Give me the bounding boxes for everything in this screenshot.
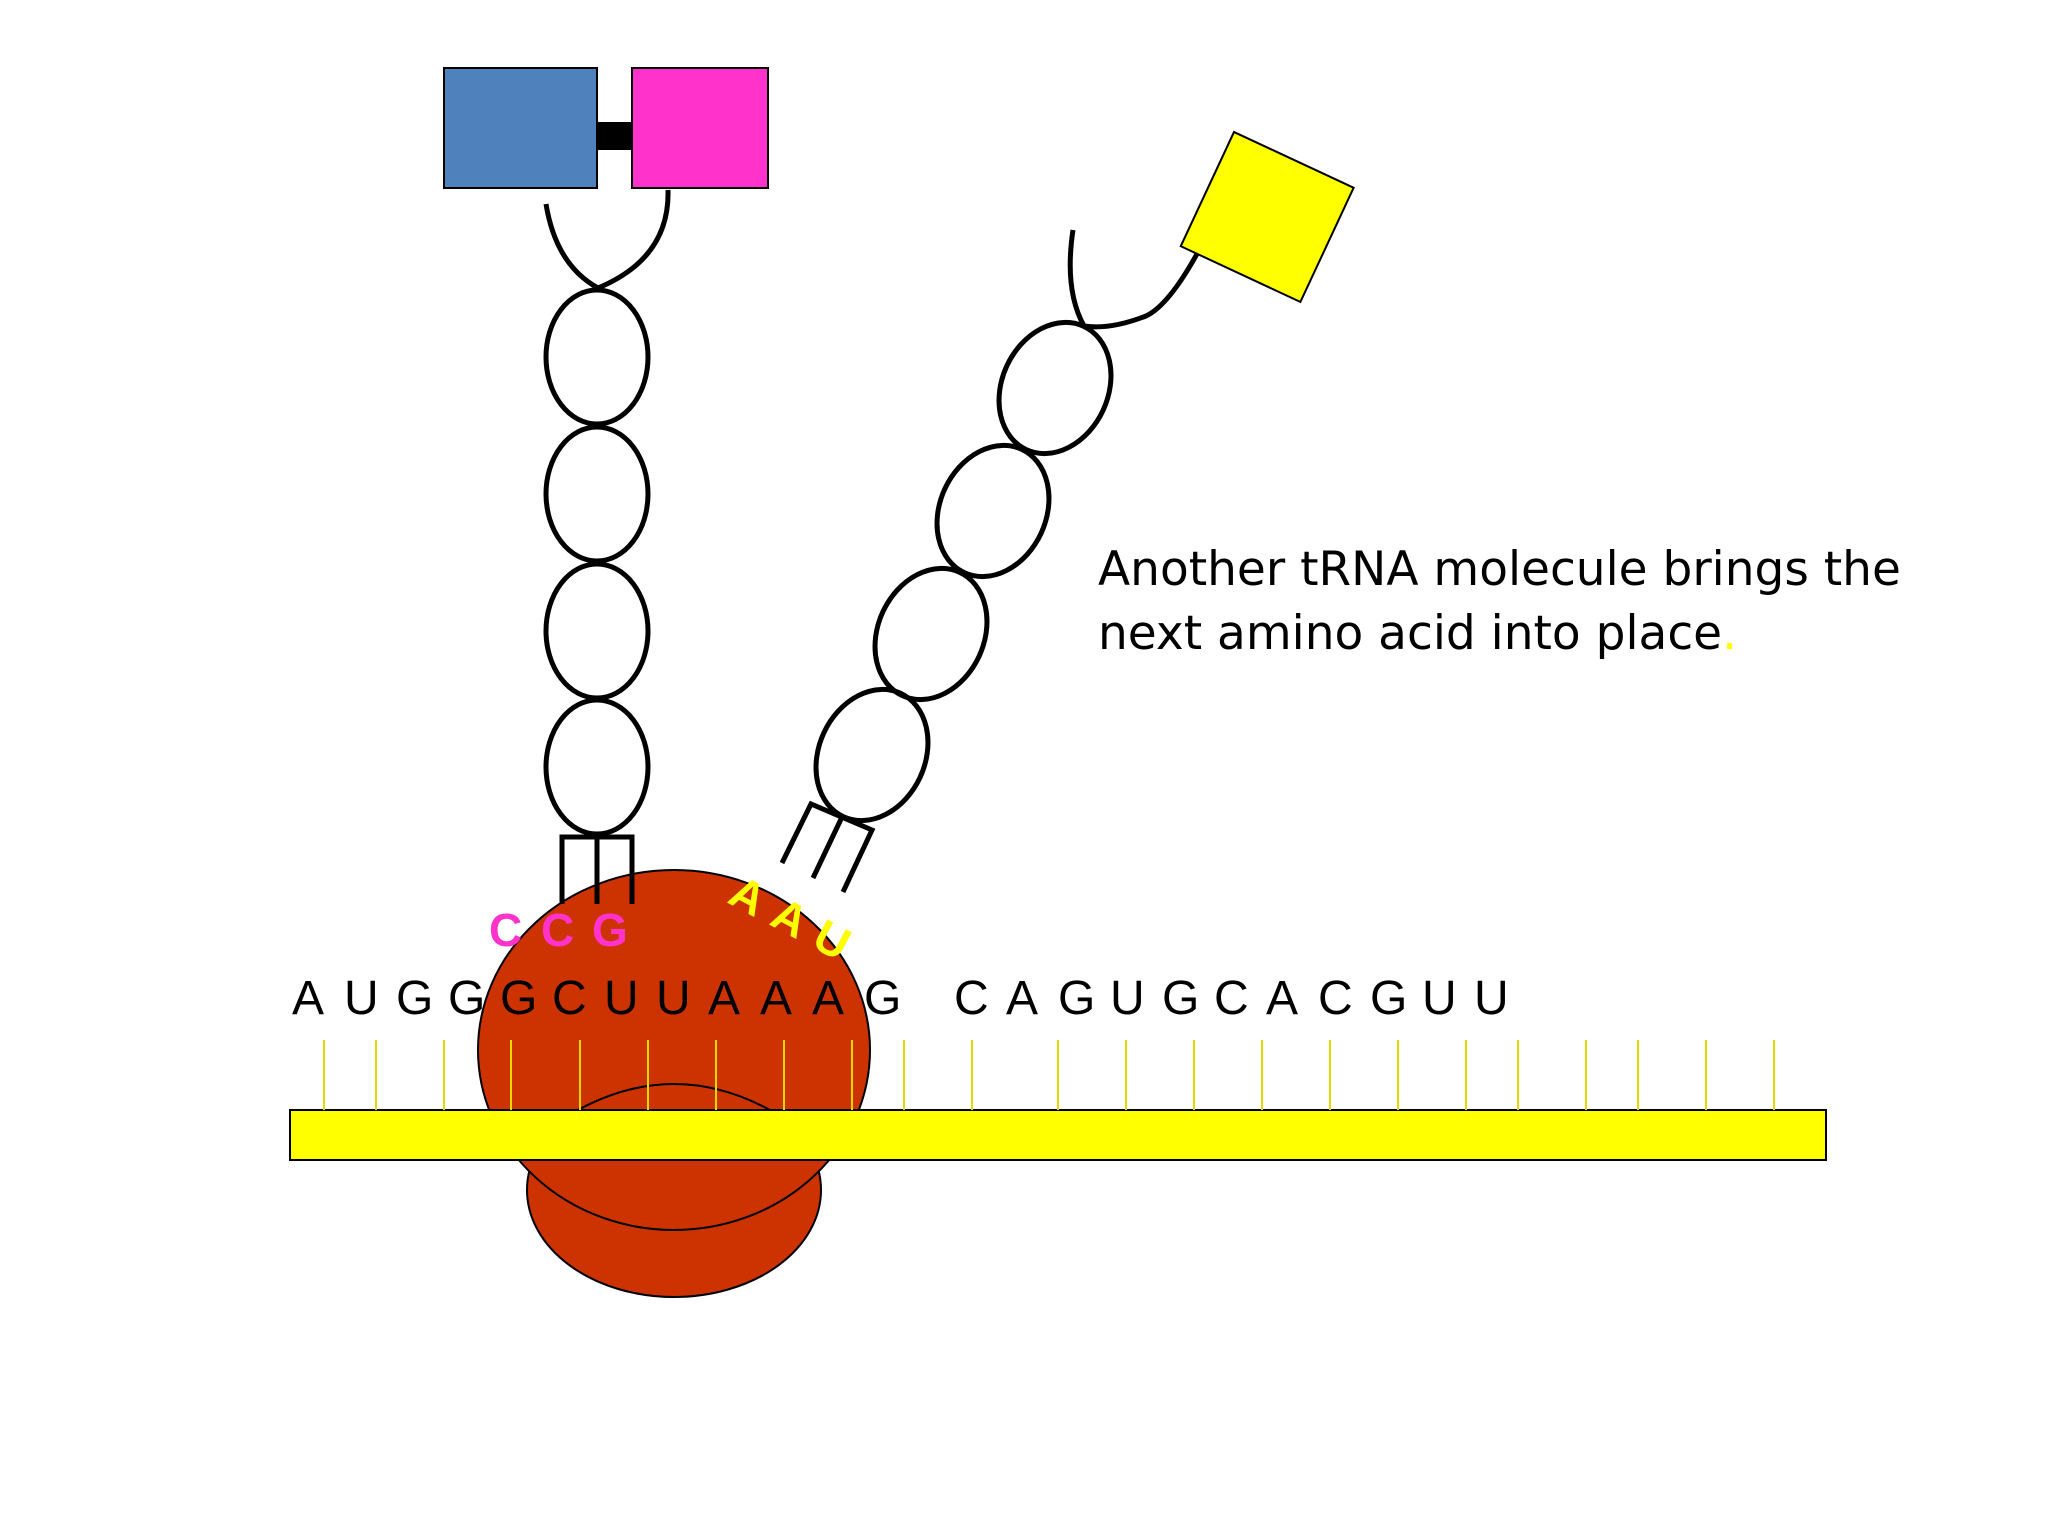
mrna-base-ticks	[323, 1040, 1775, 1110]
anticodon-left-1: C	[489, 904, 522, 956]
anticodon-left-3: G	[592, 904, 628, 956]
caption-text: Another tRNA molecule brings the next am…	[1098, 542, 1901, 661]
caption: Another tRNA molecule brings the next am…	[1098, 538, 1998, 666]
anticodon-left-2: C	[541, 904, 574, 956]
amino-acid-pink	[631, 67, 769, 189]
ribosome-large-subunit	[477, 869, 871, 1231]
trna-right-loop-4	[813, 686, 931, 824]
trna-right-arm-left	[1067, 229, 1087, 328]
trna-left	[543, 189, 671, 904]
amino-acid-blue	[443, 67, 598, 189]
trna-left-arm-right	[597, 189, 671, 291]
ribosome-inner-curve	[577, 1083, 771, 1111]
caption-period: .	[1722, 606, 1738, 661]
trna-left-loop-1	[543, 287, 651, 427]
trna-left-loop-2	[543, 424, 651, 564]
amino-acid-yellow	[1179, 130, 1355, 304]
trna-left-arm-left	[543, 203, 600, 291]
peptide-bond	[596, 122, 634, 150]
mrna-strand	[289, 1109, 1827, 1161]
trna-left-anticodon-prongs	[559, 834, 635, 904]
trna-left-loop-4	[543, 697, 651, 837]
trna-left-loop-3	[543, 561, 651, 701]
trna-right-anticodon-prongs	[779, 800, 876, 894]
